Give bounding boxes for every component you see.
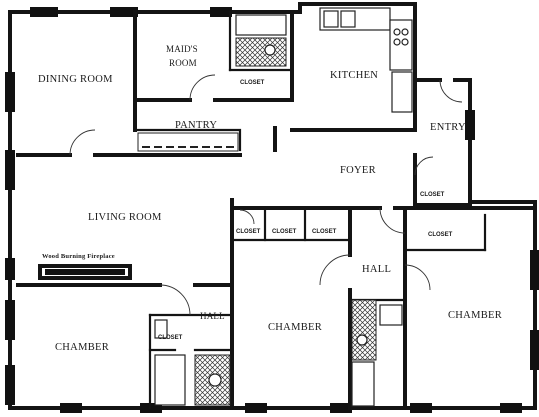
kitchen-fixtures <box>319 7 413 113</box>
chamber-right-label: CHAMBER <box>448 310 502 321</box>
chamber-left-label: CHAMBER <box>55 342 109 353</box>
closet-row-b-label: CLOSET <box>272 229 297 235</box>
closet-maid-label: CLOSET <box>240 80 265 86</box>
closet-row-c-label: CLOSET <box>312 229 337 235</box>
maids-room-label-line2: ROOM <box>169 58 197 68</box>
pantry-label: PANTRY <box>175 120 217 131</box>
left-bath <box>154 319 231 406</box>
closet-entry-label: CLOSET <box>420 192 445 198</box>
living-room-label: LIVING ROOM <box>88 212 162 223</box>
closet-row-a-label: CLOSET <box>236 229 261 235</box>
right-bath <box>351 299 403 407</box>
pantry-counter <box>137 132 239 152</box>
maids-room-label-line1: MAID'S <box>166 44 198 54</box>
kitchen-label: KITCHEN <box>330 70 378 81</box>
closet-left-chamber-label: CLOSET <box>158 335 183 341</box>
closet-right-chamber-label: CLOSET <box>428 232 453 238</box>
maid-bath <box>235 14 287 67</box>
entry-label: ENTRY <box>430 122 466 133</box>
hall-right-label: HALL <box>362 264 391 275</box>
foyer-label: FOYER <box>340 165 376 176</box>
fireplace-label: Wood Burning Fireplace <box>42 253 115 260</box>
door-swings <box>69 74 463 316</box>
fireplace-symbol <box>38 264 132 280</box>
hall-left-label: HALL <box>200 311 225 321</box>
windows <box>5 7 539 413</box>
dining-room-label: DINING ROOM <box>38 74 113 85</box>
chamber-center-label: CHAMBER <box>268 322 322 333</box>
